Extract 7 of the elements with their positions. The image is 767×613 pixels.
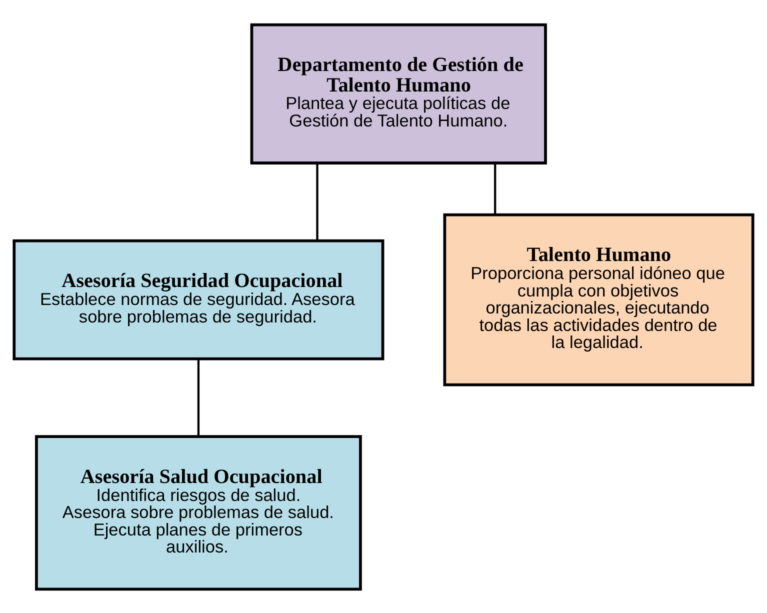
connector: [494, 162, 496, 214]
node-box: Departamento de Gestión de Talento Humano Plantea y ejecuta políticas de Gestión de Talento Humano.: [250, 22, 547, 164]
node-box: Talento Humano Proporciona personal idóneo que cumpla con objetivos organizacionales, ejecutando todas las actividades dentro de la legalidad.: [443, 212, 754, 386]
node-box: Asesoría Salud Ocupacional Identifica riesgos de salud. Asesora sobre problemas de salud. Ejecuta planes de primeros auxilios.: [35, 434, 362, 590]
connector: [197, 358, 200, 436]
connector: [316, 162, 318, 240]
node-box: Asesoría Seguridad Ocupacional Establece normas de seguridad. Asesora sobre problemas de seguridad.: [12, 238, 384, 360]
